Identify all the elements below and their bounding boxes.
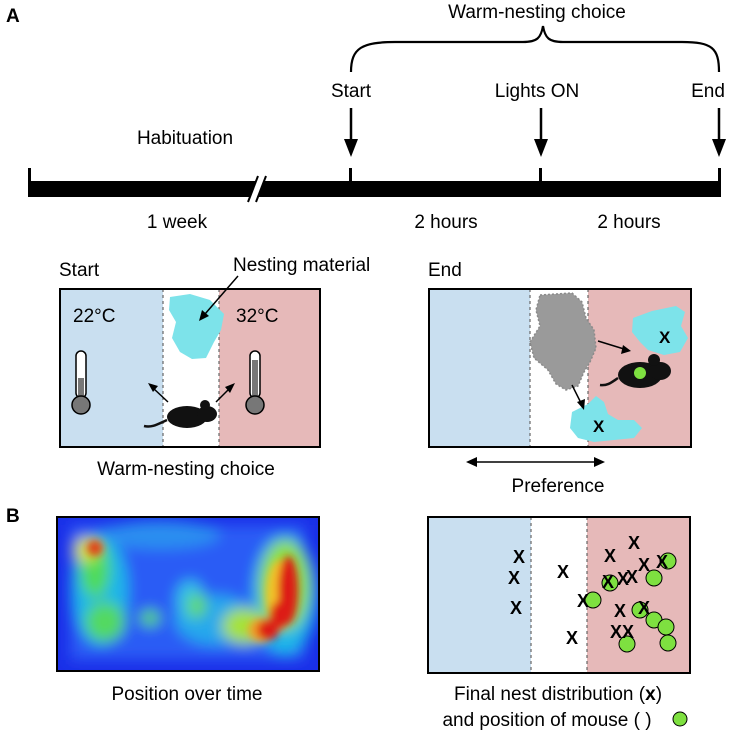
nesting-material-label: Nesting material [233, 255, 370, 276]
distribution-caption-line2: and position of mouse ( ) [442, 710, 651, 731]
nest-mark: X [513, 547, 525, 567]
nest-mark: X [602, 572, 614, 592]
nest-mark-2: X [593, 417, 605, 436]
caption-mouse-marker [672, 711, 688, 727]
caption-line1-pre: Final nest distribution ( [454, 684, 646, 705]
mouse-position-marker [584, 591, 602, 609]
thermometer-warm-icon [245, 350, 265, 415]
distribution-caption-line1: Final nest distribution (x) [454, 684, 662, 705]
mouse-icon-end [599, 354, 671, 388]
nest-mark-1: X [659, 328, 671, 347]
preference-caption: Preference [512, 476, 605, 497]
preference-arrow [466, 457, 605, 467]
end-cage-label: End [428, 260, 462, 281]
nest-mark: X [638, 598, 650, 618]
nest-blob-2 [570, 396, 642, 442]
nest-mark: X [656, 552, 668, 572]
mouse-position-marker [601, 574, 619, 592]
nest-mark: X [638, 555, 650, 575]
duration-1-week: 1 week [147, 212, 208, 233]
timeline-bar [28, 168, 721, 203]
choice-bracket [349, 25, 721, 73]
mouse-icon [143, 400, 217, 428]
warm-temp-label: 32°C [236, 306, 278, 327]
mouse-position-marker [659, 552, 677, 570]
nest-mark: X [604, 546, 616, 566]
thermometer-cold-icon [71, 350, 91, 415]
panel-a-label: A [6, 6, 20, 27]
mouse-position-markers [584, 552, 677, 653]
end-cage: X X [428, 288, 692, 448]
nest-mark: X [510, 598, 522, 618]
marker-end-label: End [691, 81, 725, 102]
caption-line2-pre: and position of mouse ( [442, 710, 640, 731]
nest-mark: X [508, 568, 520, 588]
mouse-position-marker [634, 367, 646, 379]
arrow-end [712, 108, 726, 157]
arrow-start [344, 108, 358, 157]
caption-nest-mark: x [645, 684, 656, 705]
position-heatmap [56, 516, 320, 672]
nest-blob-1 [632, 306, 688, 355]
duration-2-hours-1: 2 hours [414, 212, 477, 233]
nesting-material-blob [169, 294, 224, 359]
mouse-position-marker [618, 635, 636, 653]
panel-b-label: B [6, 506, 20, 527]
bracket-title: Warm-nesting choice [448, 2, 626, 23]
mouse-position-marker [659, 634, 677, 652]
mouse-position-marker [645, 569, 663, 587]
nest-mark: X [622, 622, 634, 642]
start-cage-label: Start [59, 260, 100, 281]
arrow-lights-on [534, 108, 548, 157]
nest-mark: X [577, 591, 589, 611]
nest-mark: X [626, 567, 638, 587]
mouse-position-marker [631, 601, 649, 619]
nest-mark: X [566, 628, 578, 648]
cold-temp-label: 22°C [73, 306, 115, 327]
marker-start-label: Start [331, 81, 372, 102]
heatmap-caption: Position over time [111, 684, 262, 705]
start-cage [59, 275, 321, 448]
nest-mark: X [557, 562, 569, 582]
marker-lights-on-label: Lights ON [495, 81, 579, 102]
nest-mark: X [628, 533, 640, 553]
duration-2-hours-2: 2 hours [597, 212, 660, 233]
caption-line1-post: ) [656, 684, 662, 705]
habituation-label: Habituation [137, 128, 233, 149]
nest-mark: X [614, 601, 626, 621]
nest-mark: X [610, 622, 622, 642]
used-material-blob [529, 292, 597, 391]
start-cage-caption: Warm-nesting choice [97, 459, 275, 480]
caption-line2-post: ) [645, 710, 651, 731]
mouse-position-marker [657, 618, 675, 636]
nest-mark: X [617, 569, 629, 589]
